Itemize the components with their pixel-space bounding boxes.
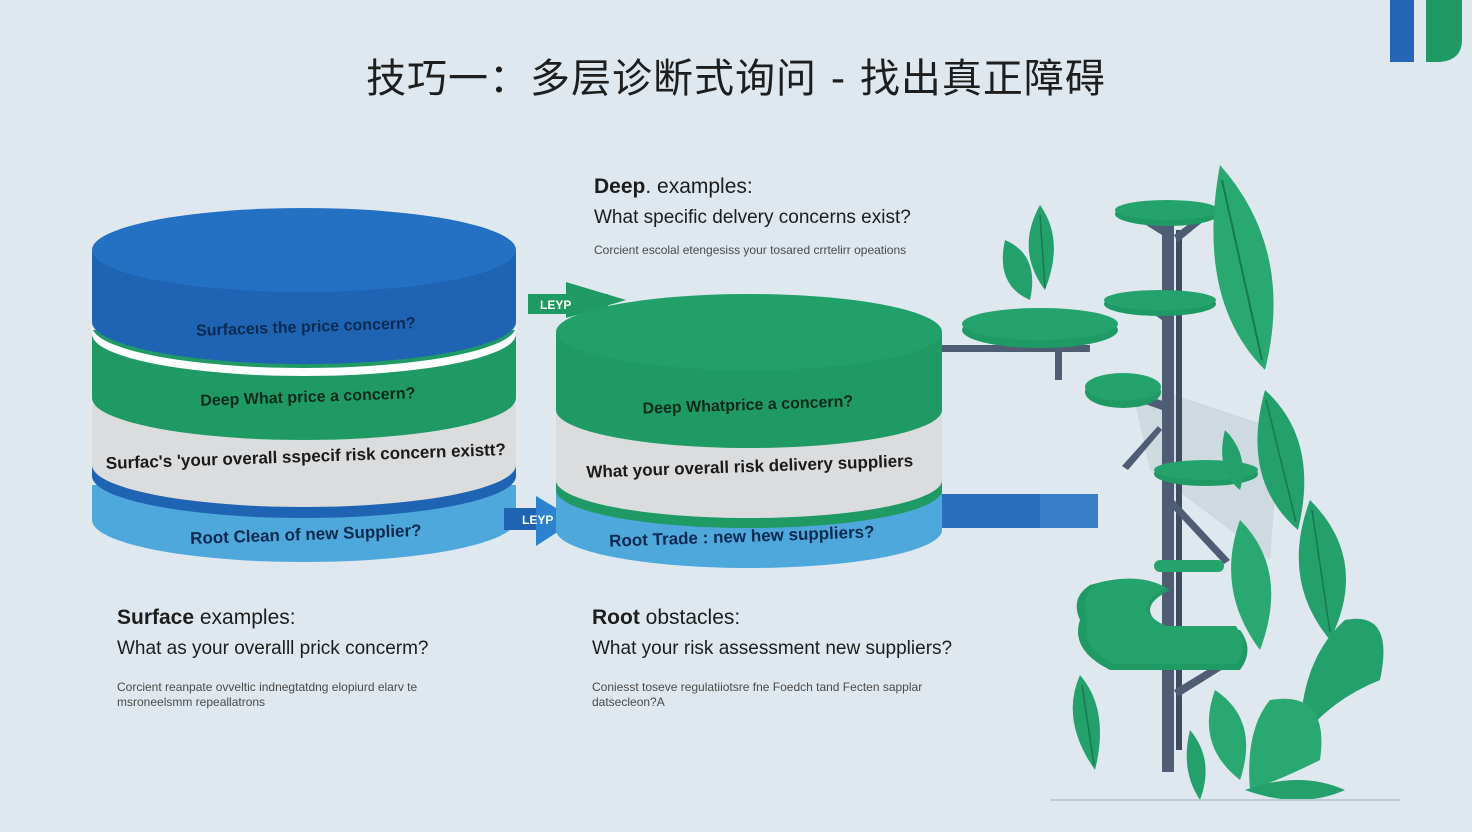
root-obstacles-note: Coniesst toseve regulatiiotsre fne Foedc… [592,680,923,709]
tree-platform [962,308,1118,348]
right-cylinder: Deep Whatprice a concern? What your over… [556,294,1098,568]
tree-illustration [942,165,1400,801]
leaf [1298,500,1346,640]
root-obstacles-question: What your risk assessment new suppliers? [592,638,953,659]
tree-platform [1104,290,1216,316]
surface-examples-question: What as your overalll prick concerm? [117,638,429,659]
deep-examples-callout: Deep. examples: What specific delvery co… [594,175,1014,258]
surface-examples-note: Corcient reanpate ovveltic indnegtatdng … [117,680,418,709]
deep-examples-heading-bold: Deep [594,175,646,198]
root-obstacles-heading-rest: obstacles: [639,606,741,629]
right-cylinder-top [556,294,942,370]
deep-examples-heading-rest: . examples: [645,175,753,198]
tree-platform [1076,578,1248,670]
tree-platform [1085,373,1161,408]
corner-logo [1390,0,1462,62]
deep-examples-note: Corcient escolal etengesiss your tosared… [594,243,907,257]
leaf [1208,690,1247,780]
upper-arrow: LEYP [528,282,626,318]
upper-arrow-label: LEYP [540,298,571,312]
lower-arrow-label: LEYP [522,513,553,527]
left-cylinder: Surfaceıs the price concern? Deep What p… [92,208,516,562]
leaf [1222,430,1243,490]
root-obstacles-heading-bold: Root [592,606,640,629]
leaf [1213,165,1274,370]
tree-platform [1154,560,1224,572]
left-cylinder-top [92,208,516,292]
leaf [1231,520,1272,650]
deep-examples-question: What specific delvery concerns exist? [594,207,911,228]
surface-examples-heading-bold: Surface [117,606,195,629]
leaf [1257,390,1305,530]
surface-examples-callout: Surface examples: What as your overalll … [117,606,457,710]
leaf [1249,698,1322,790]
surface-examples-heading-rest: examples: [194,606,296,629]
leaf [1245,780,1345,800]
leaf [1186,730,1206,800]
leaf [1028,205,1054,290]
leaf [1300,618,1384,740]
leaf [1072,675,1100,770]
page-title: 技巧一：多层诊断式询问 - 找出真正障碍 [366,56,1106,102]
leaf [1002,240,1033,300]
tree-platform [1115,200,1219,226]
root-obstacles-callout: Root obstacles: What your risk assessmen… [592,606,992,710]
